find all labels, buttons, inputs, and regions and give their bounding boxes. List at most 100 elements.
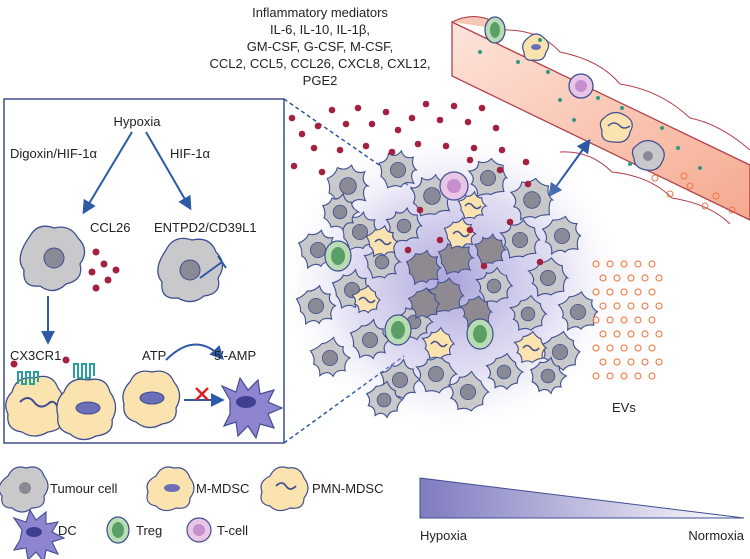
ev-dot [613, 302, 621, 310]
ev-dot [606, 288, 614, 296]
ev-dot [620, 288, 628, 296]
ev-dot [606, 344, 614, 352]
mediator-dot [436, 236, 444, 244]
ev-dot [606, 260, 614, 268]
legend-treg-icon [106, 516, 130, 544]
ev-dot [606, 372, 614, 380]
mediators-line-3: CCL2, CCL5, CCL26, CXCL8, CXL12, [209, 56, 431, 71]
mediator-dot [416, 206, 424, 214]
legend-tumour-icon [0, 466, 49, 513]
mediator-dot [362, 142, 370, 150]
mediator-dot [310, 144, 318, 152]
mediator-dot [342, 120, 350, 128]
ccl26-label: CCL26 [90, 220, 130, 235]
mediator-dot [464, 118, 472, 126]
ev-dot [634, 260, 642, 268]
hypoxic-tumour-cell [405, 249, 442, 286]
mediator-dot [466, 226, 474, 234]
ev-dot [613, 274, 621, 282]
ev-dot [627, 358, 635, 366]
ev-dot [641, 330, 649, 338]
mediator-dot [290, 162, 298, 170]
legend-tcell-label: T-cell [217, 523, 248, 538]
amp-label: 5′-AMP [214, 348, 256, 363]
mediator-dot [298, 130, 306, 138]
mediator-dot [328, 106, 336, 114]
cx3cr1-receptors [17, 363, 95, 385]
ev-dot [648, 316, 656, 324]
mediator-dot [436, 116, 444, 124]
mediator-dot [506, 218, 514, 226]
ev-dot [599, 274, 607, 282]
cx3cr1-label: CX3CR1 [10, 348, 61, 363]
ev-dot [606, 316, 614, 324]
mediator-dot [480, 262, 488, 270]
legend-dc-label: DC [58, 523, 77, 538]
hif1a-label: HIF-1α [170, 146, 211, 161]
mediator-dot [368, 120, 376, 128]
ev-dot [634, 288, 642, 296]
ev-dot [592, 316, 600, 324]
atp-to-amp-arrow [165, 343, 224, 361]
mediator-dot [524, 180, 532, 188]
mediator-dot [536, 258, 544, 266]
inset-dc [220, 376, 284, 440]
legend-tumour-label: Tumour cell [50, 481, 118, 496]
legend-pmn-label: PMN-MDSC [312, 481, 384, 496]
ev-dot [592, 372, 600, 380]
legend-mmdsc-label: M-MDSC [196, 481, 249, 496]
ev-dot [648, 288, 656, 296]
tumour-mass [295, 149, 599, 419]
mediators-line-4: PGE2 [302, 73, 338, 88]
vessel-pmn [599, 111, 633, 143]
ev-dot [641, 358, 649, 366]
ev-dot [627, 302, 635, 310]
oxygen-gradient-wedge [419, 477, 745, 519]
ev-dot [641, 274, 649, 282]
ev-dot [641, 302, 649, 310]
mediator-dot [422, 100, 430, 108]
hypoxic-tumour-cell [473, 232, 507, 266]
legend-dc-icon [12, 508, 66, 559]
ev-dot [613, 358, 621, 366]
blood-vessel [451, 16, 750, 225]
ev-dot [620, 260, 628, 268]
mediators-line-2: GM-CSF, G-CSF, M-CSF, [246, 39, 394, 54]
ev-dot [620, 372, 628, 380]
zoom-connector-bottom [283, 355, 405, 444]
ev-dot [648, 372, 656, 380]
mediator-dot [478, 104, 486, 112]
mediator-dot [382, 108, 390, 116]
ev-dots [592, 260, 663, 380]
digoxin-label: Digoxin/HIF-1α [10, 146, 97, 161]
ev-dot [648, 260, 656, 268]
mediator-dot [522, 158, 530, 166]
hypoxic-tumour-cell [437, 239, 476, 275]
mediator-dot [354, 104, 362, 112]
legend-treg-label: Treg [136, 523, 162, 538]
inflammatory-mediators: Inflammatory mediators IL-6, IL-10, IL-1… [190, 4, 450, 89]
mediator-dot [404, 246, 412, 254]
mediator-dot [288, 114, 296, 122]
ev-dot [599, 358, 607, 366]
mediator-dot [408, 114, 416, 122]
mediator-dot [442, 142, 450, 150]
mediator-dot [318, 168, 326, 176]
entpd2-label: ENTPD2/CD39L1 [154, 220, 257, 235]
legend-pmn-icon [260, 466, 309, 512]
ev-dot [634, 344, 642, 352]
inhibit-line [199, 261, 223, 279]
mediator-dot [492, 124, 500, 132]
gradient-normoxia-label: Normoxia [688, 528, 744, 543]
hypoxic-tumour-cell [407, 287, 441, 320]
mediators-title: Inflammatory mediators [252, 5, 388, 20]
mediator-dot [450, 102, 458, 110]
mediator-dots [288, 100, 544, 270]
ev-dot [620, 344, 628, 352]
evs-label: EVs [612, 400, 636, 415]
mediator-dot [496, 166, 504, 174]
ev-dot [592, 260, 600, 268]
arrow-to-ccl26 [82, 131, 133, 215]
mediator-dot [414, 140, 422, 148]
